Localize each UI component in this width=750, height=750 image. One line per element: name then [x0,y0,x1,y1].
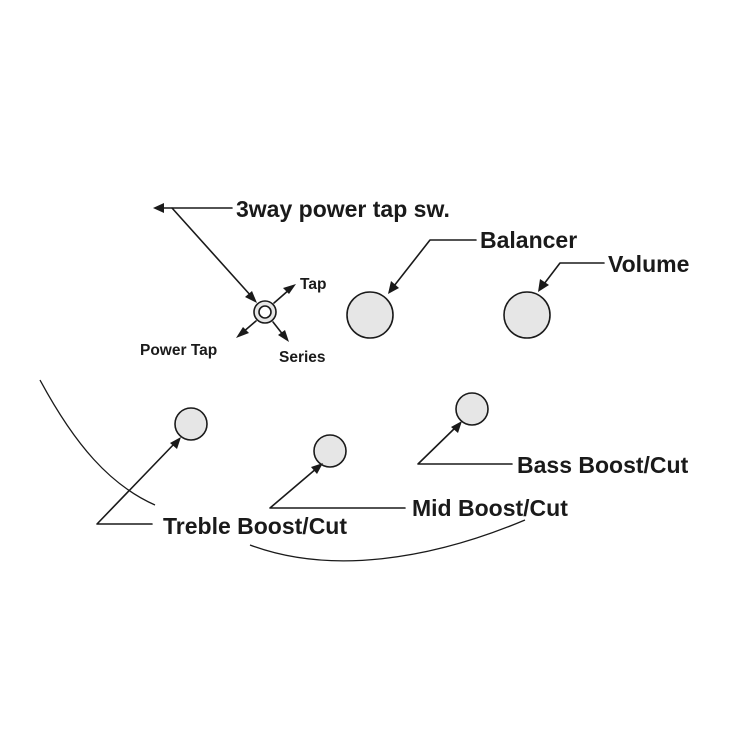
balancer-label: Balancer [480,227,577,253]
bass-label: Bass Boost/Cut [517,452,689,478]
tap-label: Tap [300,276,326,293]
treble-label: Treble Boost/Cut [163,513,347,539]
power-tap-position-arrow [236,320,257,338]
switch-label: 3way power tap sw. [236,196,450,222]
balancer-knob [346,291,394,339]
series-label: Series [279,349,326,366]
treble-knob [174,407,208,441]
mid-leader [269,463,406,509]
treble-leader [96,437,181,525]
bass-leader [417,421,513,465]
volume-label: Volume [608,251,689,277]
body-edge-curve-left [39,379,156,506]
volume-knob [503,291,551,339]
switch-leader [153,203,257,303]
mid-label: Mid Boost/Cut [412,495,568,521]
power-tap-label: Power Tap [140,342,217,359]
power-tap-switch [253,300,277,324]
series-position-arrow [272,321,289,342]
tap-position-arrow [273,284,296,304]
bass-knob [455,392,489,426]
body-edge-curve-bottom [249,519,526,562]
volume-leader [538,262,605,292]
mid-knob [313,434,347,468]
balancer-leader [388,239,477,294]
